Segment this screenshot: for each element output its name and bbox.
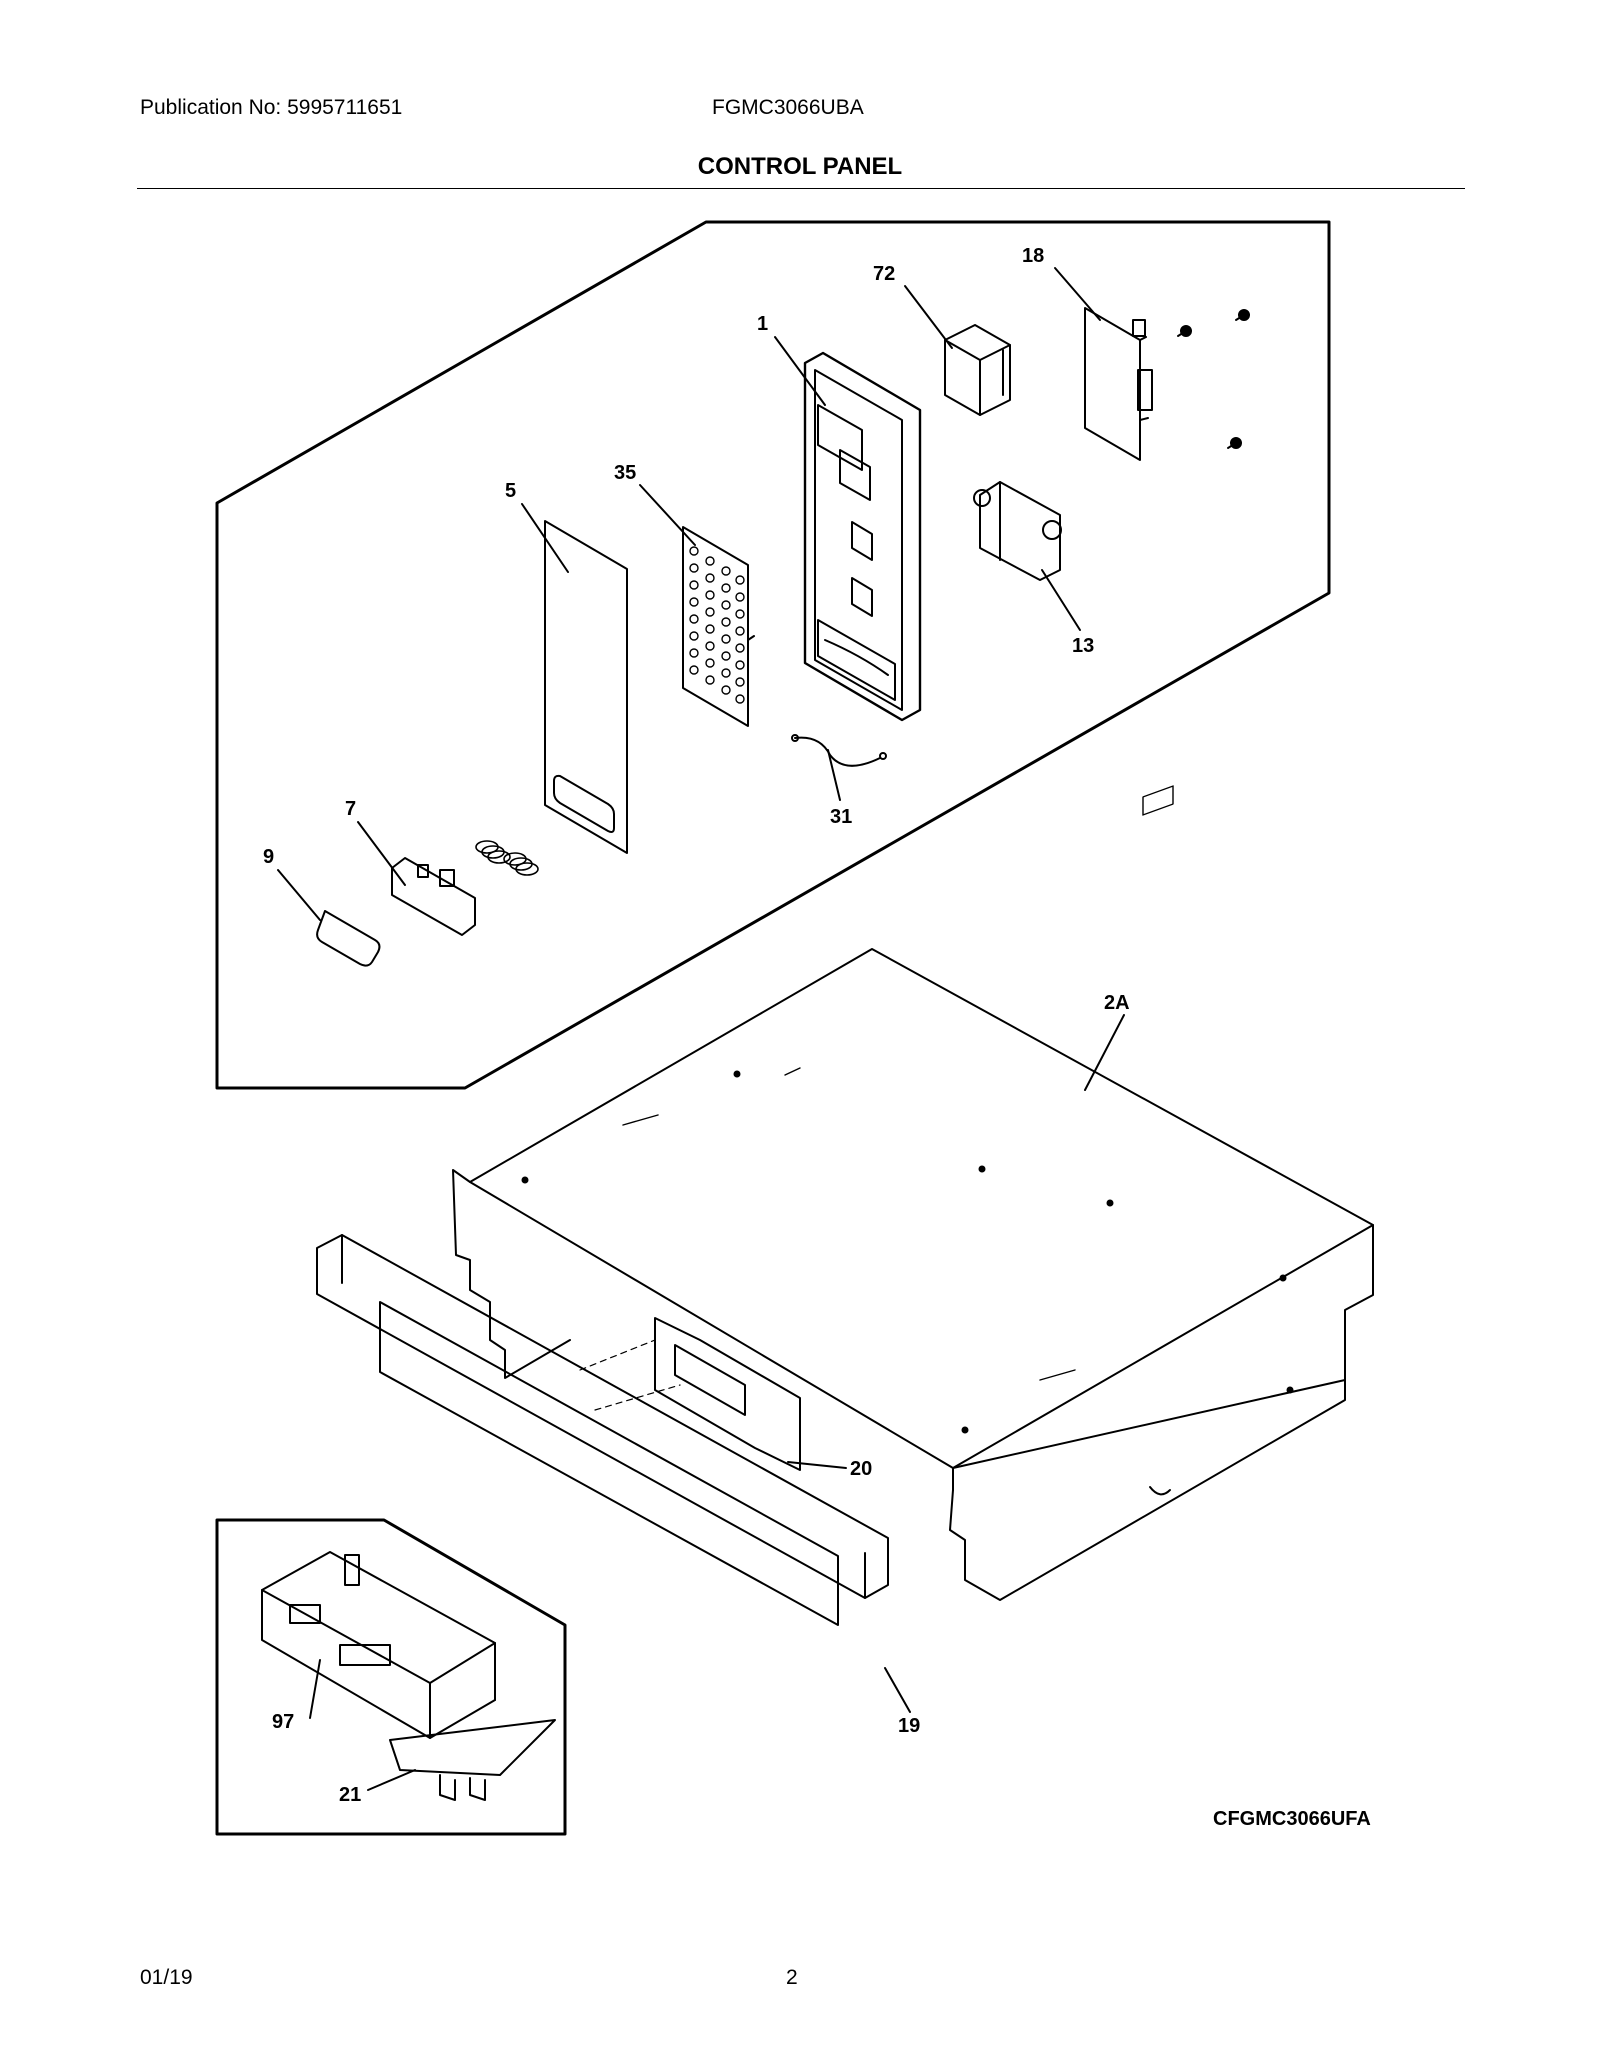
part-31-wire	[794, 736, 881, 767]
inset-frame-upper	[215, 220, 1331, 1090]
page-number: 2	[786, 1966, 798, 1989]
part-97-control-board	[261, 1551, 496, 1739]
callout-72: 72	[873, 263, 895, 285]
callout-1: 1	[757, 313, 768, 335]
callout-2a: 2A	[1104, 992, 1130, 1014]
part-72-module	[944, 324, 1011, 416]
inset-frame-lower	[215, 1518, 567, 1836]
footer-date: 01/19	[140, 1966, 193, 1989]
part-21-bracket	[389, 1719, 556, 1801]
callout-5: 5	[505, 480, 516, 502]
part-5-overlay	[544, 520, 628, 854]
callout-20: 20	[850, 1458, 872, 1480]
part-18-board	[1084, 307, 1250, 461]
section-title: CONTROL PANEL	[697, 153, 903, 180]
part-35-keypad	[682, 526, 755, 727]
part-7-button	[391, 857, 476, 936]
callout-35: 35	[614, 462, 636, 484]
callout-21: 21	[339, 1784, 361, 1806]
part-1-housing	[803, 351, 922, 722]
callout-9: 9	[263, 846, 274, 868]
callout-97: 97	[272, 1711, 294, 1733]
callout-18: 18	[1022, 245, 1044, 267]
springs	[475, 840, 539, 876]
diagram-code: CFGMC3066UFA	[1213, 1808, 1371, 1830]
part-13-latch	[973, 481, 1062, 581]
header-rule	[137, 188, 1465, 189]
part-9-lens	[316, 910, 381, 967]
callout-7: 7	[345, 798, 356, 820]
part-2a-top-panel	[452, 785, 1374, 1601]
model-number: FGMC3066UBA	[712, 96, 864, 119]
callout-19: 19	[898, 1715, 920, 1737]
callout-31: 31	[830, 806, 852, 828]
part-20-display-board	[579, 1317, 801, 1471]
screw-icon	[1177, 309, 1250, 449]
part-19-trim	[316, 1234, 889, 1626]
callout-13: 13	[1072, 635, 1094, 657]
publication-number: Publication No: 5995711651	[140, 96, 403, 119]
